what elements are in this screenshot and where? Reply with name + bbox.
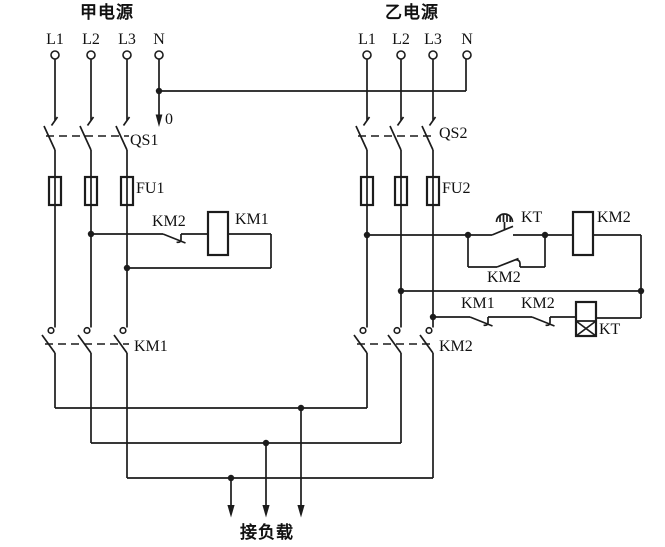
qs1-label: QS1 <box>130 132 159 149</box>
km1-main-label: KM1 <box>134 338 168 355</box>
kt-coil-label: KT <box>599 321 621 338</box>
km2-no-selfhold-label: KM2 <box>487 269 521 286</box>
source-a-terminals <box>50 50 164 60</box>
km1-coil-label: KM1 <box>235 211 269 228</box>
qs2-label: QS2 <box>439 125 468 142</box>
km2-main-contacts <box>353 326 435 478</box>
km2-nc-kt-branch-label: KM2 <box>521 295 555 312</box>
km2-coil <box>571 210 595 257</box>
source-b-title: 乙电源 <box>385 3 439 22</box>
km2-nc-interlock-left-label: KM2 <box>152 213 186 230</box>
qs2-switch <box>355 59 437 151</box>
km1-nc-interlock-contact <box>469 316 493 327</box>
source-a-title: 甲电源 <box>80 3 134 22</box>
load-arrows <box>227 408 305 518</box>
fu2-fuses <box>359 150 441 328</box>
source-b-terminal-l2: L2 <box>392 31 410 48</box>
kt-coil-branch <box>429 300 641 338</box>
km2-no-selfhold-contact <box>467 235 546 268</box>
neutral-zero-label: 0 <box>165 111 173 128</box>
source-a-terminal-n: N <box>153 31 165 48</box>
neutral-bus <box>155 59 467 127</box>
source-a-terminal-l3: L3 <box>118 31 136 48</box>
km1-coil-branch <box>87 210 272 272</box>
km2-coil-label: KM2 <box>597 209 631 226</box>
load-label: 接负载 <box>240 523 294 542</box>
fu1-fuses <box>47 150 135 328</box>
kt-delayed-no-contact <box>468 213 545 236</box>
km2-main-label: KM2 <box>439 338 473 355</box>
km1-main-contacts <box>41 326 129 478</box>
load-buses <box>55 404 433 518</box>
source-b-terminal-l1: L1 <box>358 31 376 48</box>
km1-nc-interlock-label: KM1 <box>461 295 495 312</box>
km1-coil <box>206 210 230 257</box>
source-b-terminal-l3: L3 <box>424 31 442 48</box>
fu1-label: FU1 <box>136 180 165 197</box>
source-b-terminals <box>362 50 472 60</box>
km2-nc-interlock-contact <box>162 233 186 244</box>
fu2-label: FU2 <box>442 180 471 197</box>
kt-delayed-contact-label: KT <box>521 209 543 226</box>
source-a-terminal-l2: L2 <box>82 31 100 48</box>
qs1-switch <box>43 59 131 151</box>
source-b-terminal-n: N <box>461 31 473 48</box>
source-a-terminal-l1: L1 <box>46 31 64 48</box>
km2-nc-contact-kt-branch <box>531 316 555 327</box>
kt-coil <box>574 300 598 338</box>
km2-coil-branch <box>363 210 645 318</box>
